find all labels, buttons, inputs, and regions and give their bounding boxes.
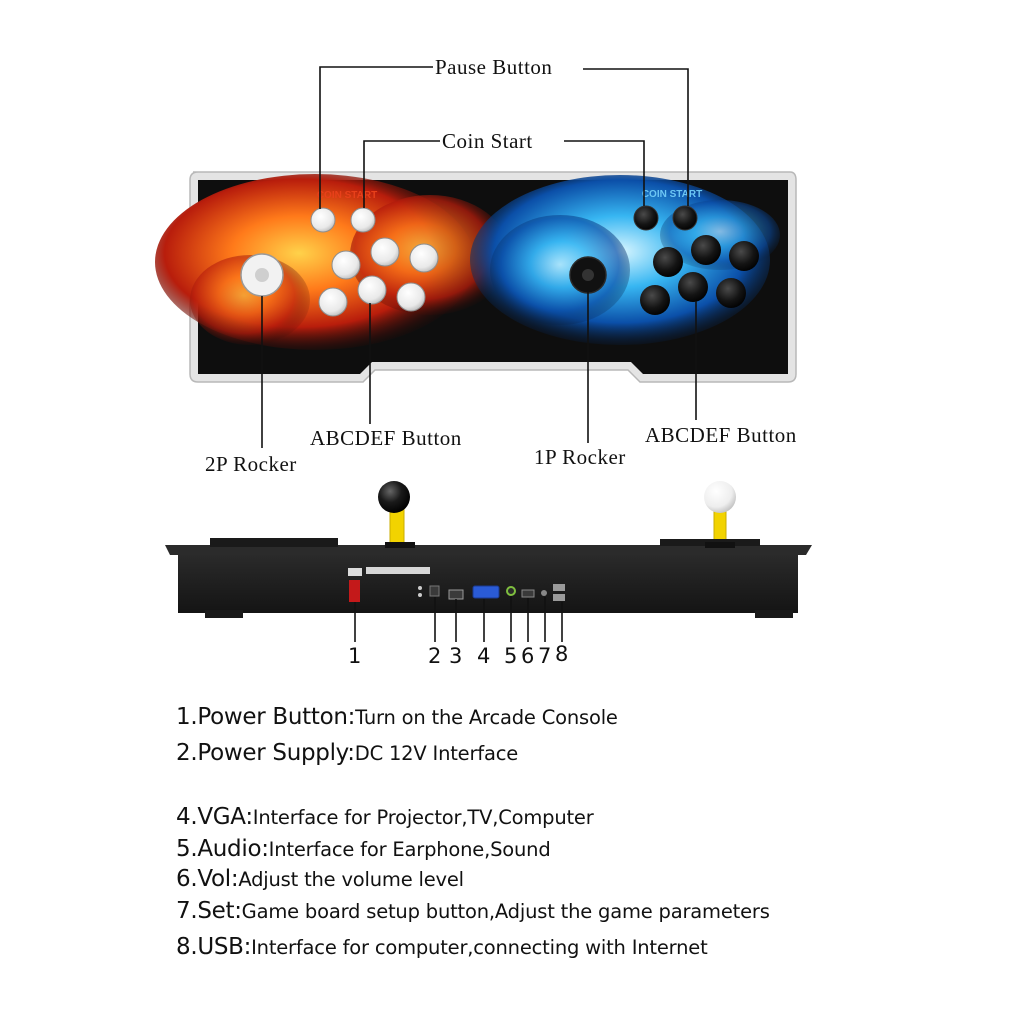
console-top-view: COIN START COIN START	[155, 171, 797, 383]
legend-key: 7.Set:	[176, 898, 242, 924]
rocker-2p-center	[255, 268, 269, 282]
port-leader-lines	[354, 596, 563, 642]
callout-2p-rocker: 2P Rocker	[203, 452, 299, 476]
legend-key: 4.VGA:	[176, 804, 253, 830]
callout-1p-rocker: 1P Rocker	[532, 445, 628, 469]
legend-key: 8.USB:	[176, 934, 252, 960]
ice-artwork-right-2	[490, 215, 630, 325]
foot-right	[755, 610, 793, 618]
vga-port	[472, 585, 500, 599]
rear-top-plate	[165, 545, 812, 555]
action-button-1p-f	[716, 278, 746, 308]
leader-pause-right	[583, 68, 689, 206]
legend-key: 6.Vol:	[176, 866, 239, 892]
led-1	[418, 586, 422, 590]
port-number-4: 4	[477, 644, 491, 668]
joystick-base-2p	[385, 542, 415, 548]
port-number-3: 3	[449, 644, 463, 668]
rocker-1p-center	[582, 269, 594, 281]
action-button-1p-b	[691, 235, 721, 265]
callout-abcdef-left: ABCDEF Button	[308, 426, 464, 450]
legend-item-audio: 5.Audio:Interface for Earphone,Sound	[176, 838, 551, 861]
legend-item-power-button: 1.Power Button:Turn on the Arcade Consol…	[176, 706, 618, 729]
callout-pause-button: Pause Button	[433, 55, 555, 79]
power-button-switch	[349, 580, 360, 602]
action-button-1p-e	[678, 272, 708, 302]
power-label-plate	[348, 568, 362, 576]
audio-jack	[506, 586, 516, 596]
legend-item-vga: 4.VGA:Interface for Projector,TV,Compute…	[176, 806, 594, 829]
port-number-8: 8	[555, 642, 569, 666]
panel-label-right: COIN START	[642, 189, 702, 200]
hdmi-port	[448, 589, 464, 600]
dc-power-jack	[429, 585, 440, 597]
rear-button-row-left	[210, 538, 338, 547]
console-rear-view	[165, 481, 812, 618]
start-button-1p	[672, 205, 698, 231]
callout-abcdef-right: ABCDEF Button	[643, 423, 799, 447]
legend-desc: Interface for Projector,TV,Computer	[252, 806, 594, 829]
port-number-1: 1	[348, 644, 362, 668]
usb-port-1	[553, 584, 565, 591]
action-button-2p-d	[318, 287, 348, 317]
legend-item-set: 7.Set:Game board setup button,Adjust the…	[176, 900, 770, 923]
coin-button-2p	[310, 207, 336, 233]
action-button-2p-e	[357, 275, 387, 305]
legend-desc: Interface for Earphone,Sound	[268, 838, 551, 861]
config-label-plate	[366, 567, 430, 574]
volume-control	[521, 589, 535, 598]
port-number-7: 7	[538, 644, 552, 668]
legend-desc: Game board setup button,Adjust the game …	[241, 900, 770, 923]
foot-left	[205, 610, 243, 618]
joystick-base-1p	[705, 542, 735, 548]
legend-desc: Turn on the Arcade Console	[355, 706, 618, 729]
legend-desc: Adjust the volume level	[238, 868, 464, 891]
action-button-2p-a	[331, 250, 361, 280]
action-button-1p-a	[653, 247, 683, 277]
set-button	[541, 590, 547, 596]
led-2	[418, 593, 422, 597]
action-button-2p-c	[409, 243, 439, 273]
joystick-ball-black	[378, 481, 410, 513]
usb-port-2	[553, 594, 565, 601]
action-button-1p-c	[729, 241, 759, 271]
leader-coin-right	[564, 140, 645, 206]
leader-coin-left	[363, 140, 440, 208]
action-button-1p-d	[640, 285, 670, 315]
joystick-ball-white	[704, 481, 736, 513]
rear-body	[178, 555, 798, 613]
action-button-2p-f	[396, 282, 426, 312]
legend-key: 5.Audio:	[176, 836, 269, 862]
start-button-2p	[350, 207, 376, 233]
callout-coin-start: Coin Start	[440, 129, 535, 153]
port-number-5: 5	[504, 644, 518, 668]
panel-label-left: COIN START	[317, 190, 377, 201]
legend-desc: DC 12V Interface	[354, 742, 519, 765]
leader-pause-left	[319, 66, 433, 209]
action-button-2p-b	[370, 237, 400, 267]
legend-item-usb: 8.USB:Interface for computer,connecting …	[176, 936, 708, 959]
legend-key: 1.Power Button:	[176, 704, 356, 730]
port-number-2: 2	[428, 644, 442, 668]
coin-button-1p	[633, 205, 659, 231]
legend-key: 2.Power Supply:	[176, 740, 355, 766]
legend-desc: Interface for computer,connecting with I…	[251, 936, 708, 959]
legend-item-power-supply: 2.Power Supply:DC 12V Interface	[176, 742, 518, 765]
port-number-6: 6	[521, 644, 535, 668]
callout-leader-lines	[261, 66, 697, 448]
legend-item-vol: 6.Vol:Adjust the volume level	[176, 868, 464, 891]
